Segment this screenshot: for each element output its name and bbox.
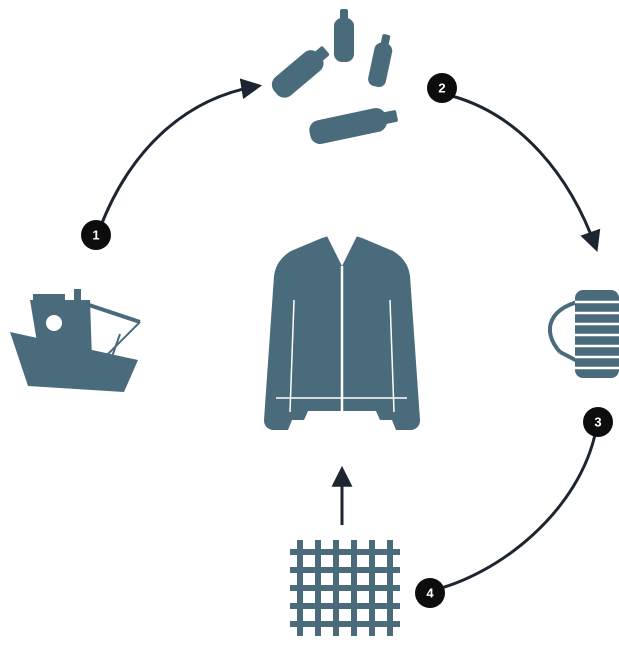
step-badge-4-number: 4 bbox=[426, 586, 434, 601]
step-badge-3: 3 bbox=[583, 407, 613, 437]
step-badge-4: 4 bbox=[415, 578, 445, 608]
step-badge-1-number: 1 bbox=[92, 228, 99, 243]
yarn-spool-icon bbox=[548, 290, 619, 378]
fishing-boat-icon bbox=[10, 289, 141, 392]
plastic-bottles-icon bbox=[271, 9, 398, 145]
step-badge-3-number: 3 bbox=[594, 415, 601, 430]
step-badge-2: 2 bbox=[427, 73, 457, 103]
step-badge-1: 1 bbox=[81, 220, 111, 250]
woven-fabric-icon bbox=[290, 540, 400, 636]
arrow-boat-to-bottles bbox=[98, 78, 263, 229]
arrow-bottles-to-yarn bbox=[451, 94, 601, 252]
arrow-yarn-to-fabric bbox=[429, 429, 598, 593]
step-badge-2-number: 2 bbox=[438, 81, 445, 96]
jacket-icon bbox=[264, 229, 420, 430]
